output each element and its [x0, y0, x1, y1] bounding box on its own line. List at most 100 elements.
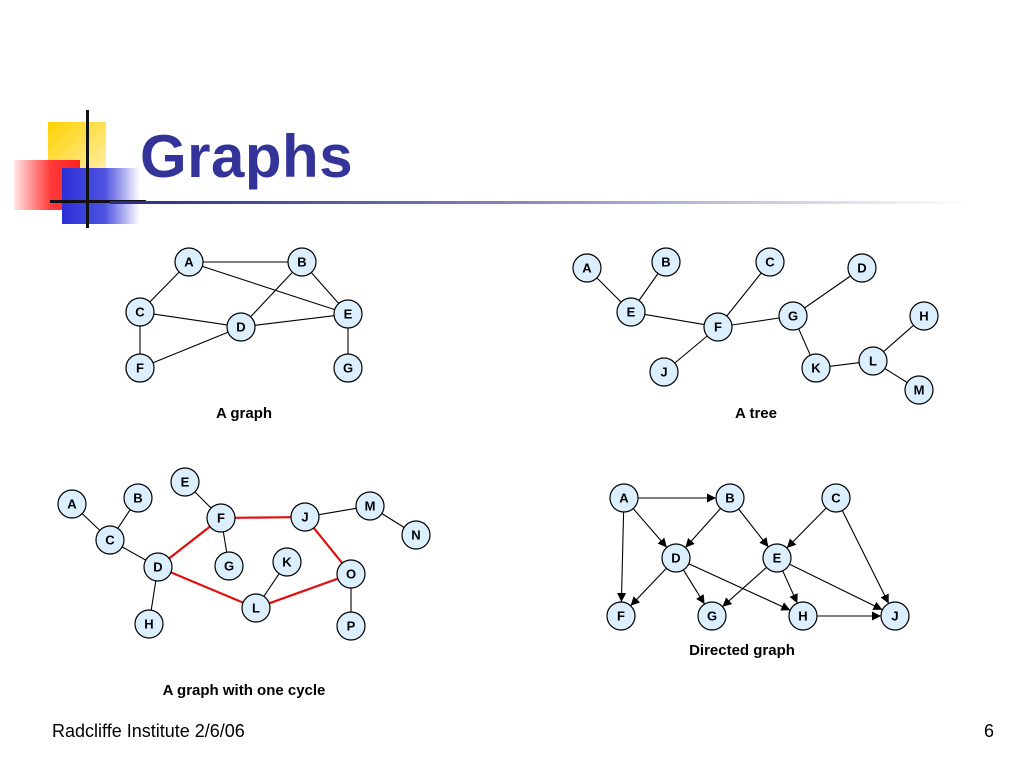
cycle-node-circle	[143, 552, 173, 582]
decor-blue-square	[62, 168, 140, 224]
graph-node-circle	[287, 247, 317, 277]
graph-caption: A graph	[216, 405, 272, 422]
tree-node-label: E	[627, 305, 636, 320]
graph-node-circle	[333, 353, 363, 383]
directed-node-E: E	[762, 543, 792, 573]
cycle-node-F: F	[206, 503, 236, 533]
cycle-edge-M-N	[381, 513, 405, 528]
directed-arc-C-J	[841, 510, 890, 604]
tree-node-F: F	[703, 312, 733, 342]
directed-arc-C-E	[786, 507, 827, 549]
directed-node-G: G	[697, 601, 727, 631]
cycle-cycle-edge-L-D	[170, 571, 244, 604]
cycle-node-circle	[336, 611, 366, 641]
cycle-node-circle	[355, 491, 385, 521]
tree-node-M: M	[904, 375, 934, 405]
directed-node-label: E	[773, 551, 782, 566]
graph-node-circle	[333, 299, 363, 329]
cycle-node-circle	[214, 551, 244, 581]
directed-node-circle	[715, 483, 745, 513]
tree-node-circle	[904, 375, 934, 405]
tree-node-circle	[847, 253, 877, 283]
directed-node-circle	[609, 483, 639, 513]
directed-arc-E-H	[782, 570, 798, 604]
graph-node-B: B	[287, 247, 317, 277]
cycle-node-D: D	[143, 552, 173, 582]
tree-edge-B-E	[638, 273, 659, 301]
graph-edge-A-E	[202, 265, 335, 311]
directed-arc-E-G	[722, 566, 767, 608]
cycle-node-M: M	[355, 491, 385, 521]
cycle-node-label: G	[224, 559, 234, 574]
cycle-node-label: B	[133, 491, 142, 506]
tree-edge-A-E	[596, 277, 622, 303]
tree-node-circle	[572, 253, 602, 283]
tree-node-circle	[778, 301, 808, 331]
directed-node-C: C	[821, 483, 851, 513]
cycle-node-G: G	[214, 551, 244, 581]
tree-node-label: H	[919, 309, 928, 324]
directed-arc-A-F	[617, 511, 627, 603]
graph-node-label: B	[297, 255, 306, 270]
tree-edge-G-K	[798, 328, 811, 356]
cycle-node-circle	[401, 520, 431, 550]
directed-node-circle	[788, 601, 818, 631]
directed-node-circle	[697, 601, 727, 631]
cycle-node-circle	[290, 502, 320, 532]
cycle-edge-B-C	[117, 509, 131, 529]
tree-node-label: G	[788, 309, 798, 324]
cycle-node-label: K	[282, 555, 292, 570]
cycle-edge-K-L	[263, 573, 280, 597]
cycle-node-L: L	[241, 593, 271, 623]
cycle-edge-A-C	[81, 513, 101, 531]
directed-arc-D-H	[688, 563, 791, 611]
cycle-node-label: P	[347, 619, 356, 634]
graph-node-circle	[125, 297, 155, 327]
directed-node-F: F	[606, 601, 636, 631]
cycle-node-circle	[336, 559, 366, 589]
tree-edge-L-H	[883, 324, 914, 353]
tree-node-B: B	[651, 247, 681, 277]
directed-caption: Directed graph	[689, 642, 795, 659]
cycle-cycle-edge-F-J	[234, 516, 292, 519]
tree-edge-F-J	[674, 335, 708, 364]
tree-node-circle	[703, 312, 733, 342]
cycle-edge-E-F	[194, 491, 212, 509]
cycle-node-label: E	[181, 475, 190, 490]
tree-caption: A tree	[735, 405, 777, 422]
directed-node-circle	[880, 601, 910, 631]
cycle-node-J: J	[290, 502, 320, 532]
graph-edge-B-D	[250, 271, 293, 318]
graph-edge-B-E	[310, 272, 340, 304]
tree-node-K: K	[801, 353, 831, 383]
tree-node-E: E	[616, 297, 646, 327]
tree-node-L: L	[858, 346, 888, 376]
graph-node-label: G	[343, 361, 353, 376]
tree-edge-F-G	[731, 317, 780, 326]
cycle-node-circle	[170, 467, 200, 497]
cycle-node-circle	[241, 593, 271, 623]
tree-node-label: B	[661, 255, 670, 270]
graph-node-label: D	[236, 320, 245, 335]
cycle-node-K: K	[272, 547, 302, 577]
directed-node-label: J	[891, 609, 898, 624]
tree-node-label: L	[869, 354, 877, 369]
tree-node-label: K	[811, 361, 821, 376]
directed-node-label: D	[671, 551, 680, 566]
cycle-node-E: E	[170, 467, 200, 497]
graph-node-D: D	[226, 312, 256, 342]
cycle-edge-F-G	[222, 531, 228, 553]
graph-node-E: E	[333, 299, 363, 329]
cycle-node-N: N	[401, 520, 431, 550]
tree-edge-E-F	[644, 313, 705, 326]
cycle-node-P: P	[336, 611, 366, 641]
graph-node-A: A	[174, 247, 204, 277]
graph-node-circle	[226, 312, 256, 342]
tree-node-G: G	[778, 301, 808, 331]
tree-node-D: D	[847, 253, 877, 283]
directed-node-circle	[606, 601, 636, 631]
graph-edge-D-E	[254, 315, 335, 326]
directed-node-label: A	[619, 491, 629, 506]
tree-node-circle	[755, 247, 785, 277]
directed-node-label: H	[798, 609, 807, 624]
